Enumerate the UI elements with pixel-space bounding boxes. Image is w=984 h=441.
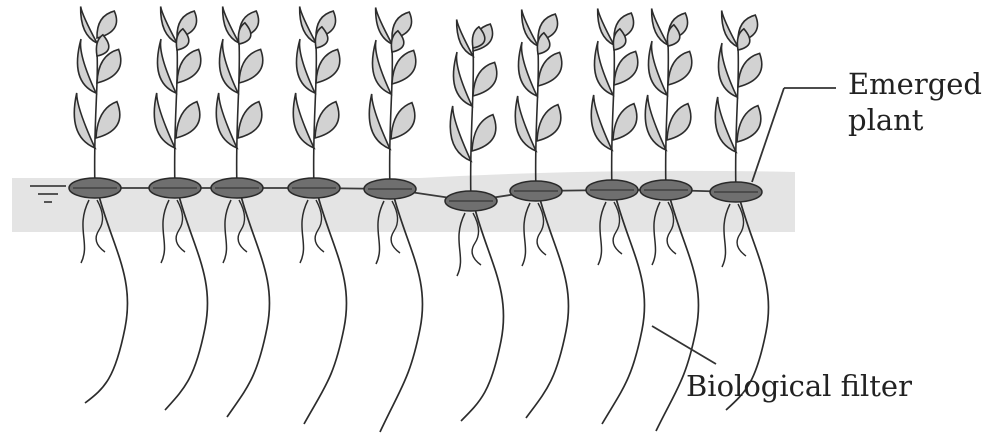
biological-filter-label: Biological filter <box>686 368 912 404</box>
emerged-plant-label-line2: plant <box>848 102 982 138</box>
emerged-plant-label: Emerged plant <box>848 66 982 138</box>
emerged-plant-label-line1: Emerged <box>848 66 982 102</box>
